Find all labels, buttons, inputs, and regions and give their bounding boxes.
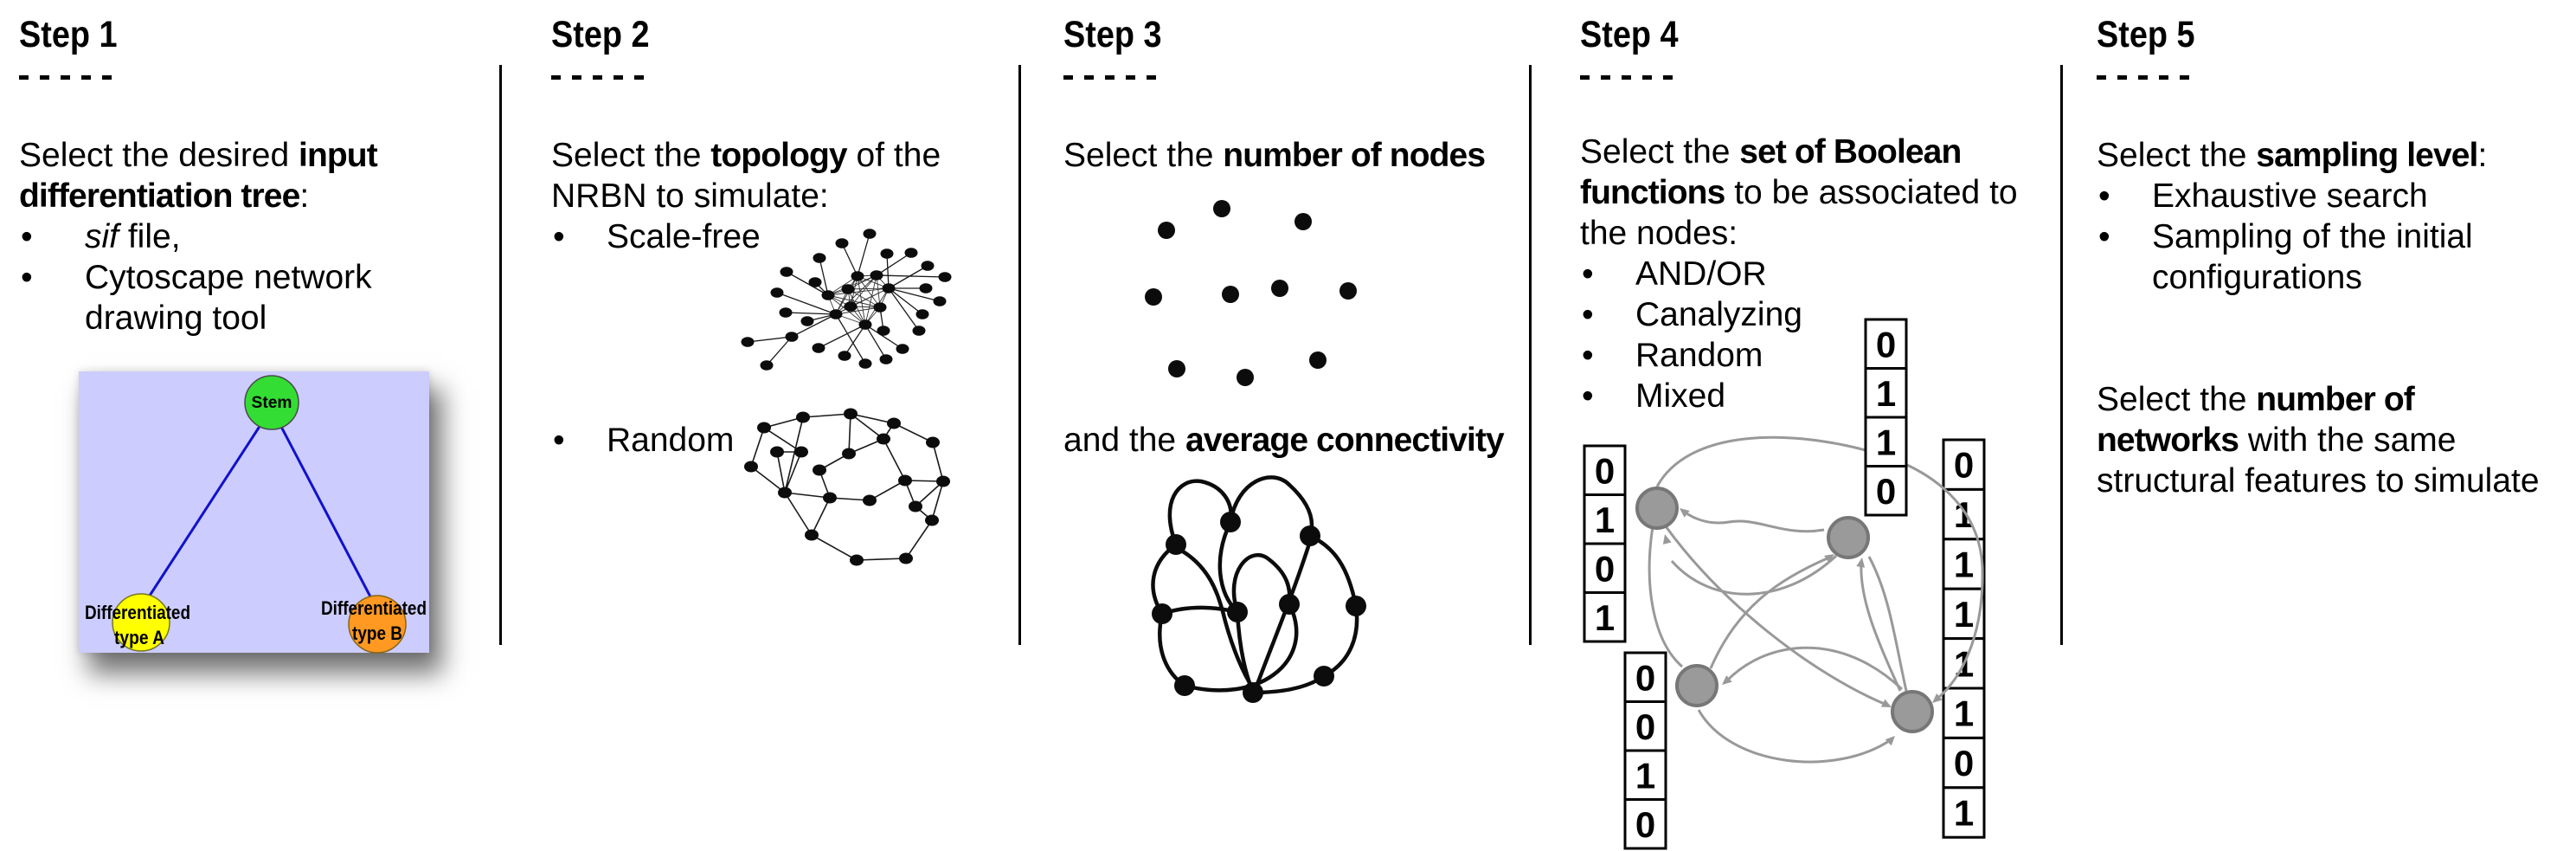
svg-text:0: 0 <box>1876 324 1896 364</box>
svg-text:Differentiated: Differentiated <box>85 602 190 623</box>
svg-text:type B: type B <box>352 622 402 644</box>
svg-text:0: 0 <box>1635 706 1655 747</box>
svg-text:1: 1 <box>1595 597 1615 638</box>
svg-text:0: 0 <box>1635 657 1655 698</box>
svg-text:1: 1 <box>1954 545 1974 585</box>
svg-text:0: 0 <box>1635 804 1655 845</box>
svg-text:1: 1 <box>1954 793 1974 834</box>
svg-text:0: 0 <box>1954 743 1974 783</box>
svg-text:1: 1 <box>1954 693 1974 734</box>
svg-text:1: 1 <box>1595 500 1615 540</box>
svg-text:0: 0 <box>1595 450 1615 491</box>
svg-text:0: 0 <box>1595 548 1615 589</box>
svg-text:type A: type A <box>114 627 164 648</box>
svg-text:1: 1 <box>1876 373 1896 414</box>
svg-text:1: 1 <box>1954 594 1974 635</box>
svg-text:0: 0 <box>1954 445 1974 486</box>
svg-text:Stem: Stem <box>252 394 292 412</box>
svg-text:0: 0 <box>1876 471 1896 512</box>
svg-text:1: 1 <box>1635 755 1655 796</box>
svg-text:1: 1 <box>1876 422 1896 462</box>
svg-text:Differentiated: Differentiated <box>321 597 427 619</box>
